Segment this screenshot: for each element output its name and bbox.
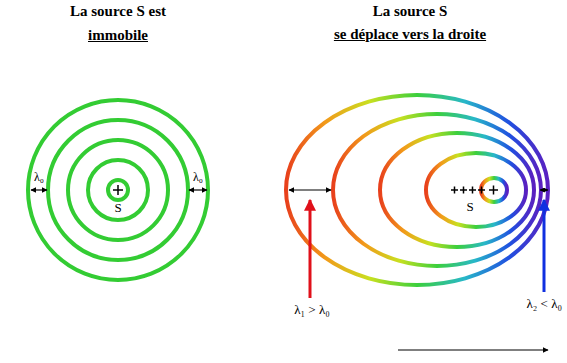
wavelength-arrow <box>540 190 548 191</box>
heading-line: immobile <box>88 27 148 44</box>
wavelength-arrow <box>31 189 47 190</box>
source-label: S <box>466 200 473 214</box>
heading-line: se déplace vers la droite <box>334 26 486 43</box>
wavefront <box>333 114 541 266</box>
source-cross <box>113 185 123 195</box>
wavelength-label: λ₁ > λ₀ <box>294 303 330 317</box>
wavefront <box>88 160 148 220</box>
motion-arrow <box>398 349 548 350</box>
wavefront <box>48 120 188 260</box>
wavelength-label: λ₀ <box>34 171 44 184</box>
wavelength-arrow <box>289 189 331 190</box>
wavefronts-static <box>28 100 208 280</box>
pointer-arrow-blue <box>543 200 546 292</box>
source-positions <box>451 186 498 195</box>
wavefront <box>68 140 168 240</box>
wavefronts-moving <box>286 95 548 285</box>
wavefront <box>108 180 128 200</box>
heading-line: La source S est <box>70 3 166 20</box>
wavefront <box>28 100 208 280</box>
heading-line: La source S <box>373 3 448 20</box>
wavelength-label: λ₀ <box>193 171 203 184</box>
wavelength-label: λ₂ < λ₀ <box>526 297 562 311</box>
source-label: S <box>114 201 121 215</box>
wavefront <box>426 153 526 227</box>
pointer-arrow-red <box>309 200 312 298</box>
wavefront <box>286 95 548 285</box>
wavelength-arrow <box>189 189 207 190</box>
wavefront <box>380 133 534 247</box>
